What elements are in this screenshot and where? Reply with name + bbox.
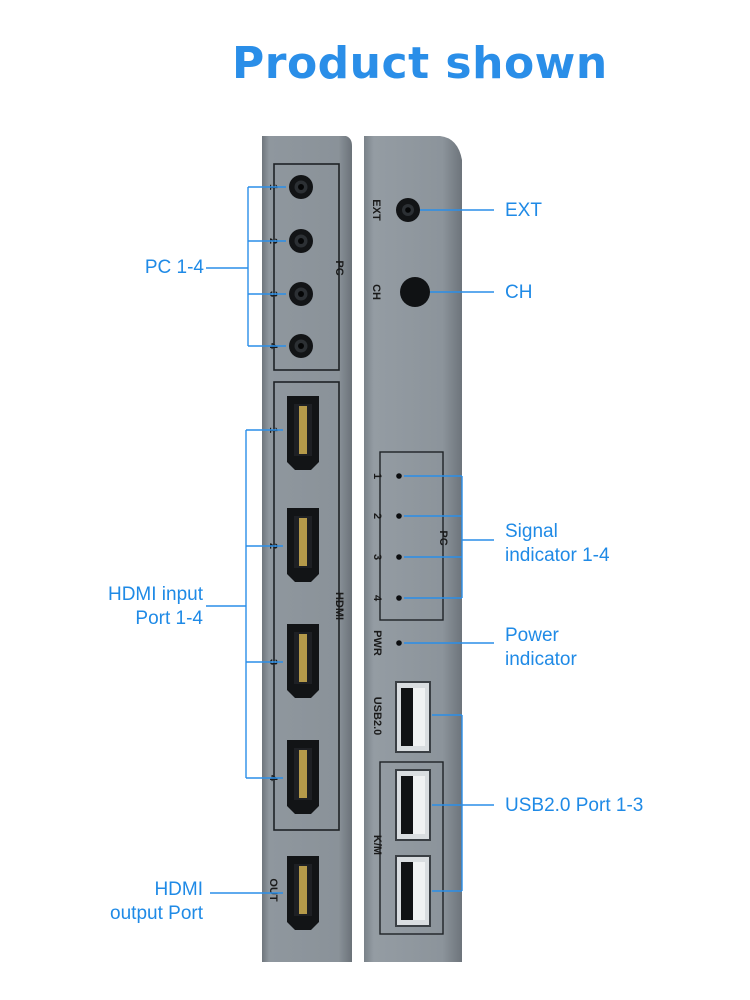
led-number: 2 [371,513,383,519]
led-2 [396,513,402,519]
hdmi-port-frame [273,381,340,831]
hdmi-output-callout-line2: output Port [110,903,203,924]
led-power [396,640,402,646]
audio-jack-3 [289,282,313,306]
pwr-device-label: PWR [371,630,383,656]
pc-group-label: PC [333,260,345,275]
pc-callout: PC 1-4 [144,257,204,278]
hdmi-out-port [287,856,319,930]
power-callout-line1: Power [505,625,559,646]
ext-device-label: EXT [370,199,382,221]
led-3 [396,554,402,560]
led-number: 1 [371,473,383,479]
usb-ports [395,681,431,927]
km-device-label: K/M [371,835,383,855]
hdmi-port-1 [287,396,319,470]
hdmi-ports [287,396,319,930]
usb-port-2 [395,769,431,841]
signal-callout-line2: indicator 1-4 [505,545,610,566]
led-group-label: PC [437,530,449,545]
usb20-device-label: USB2.0 [371,697,383,736]
led-number: 3 [371,554,383,560]
power-callout-line2: indicator [505,649,577,670]
audio-jack-1 [289,175,313,199]
out-label: OUT [267,878,279,902]
led-number: 4 [371,595,383,602]
hdmi-output-callout-line1: HDMI [154,879,203,900]
audio-jack-2 [289,229,313,253]
hdmi-port-3 [287,624,319,698]
usb-port-1 [395,681,431,753]
ch-callout: CH [505,282,533,303]
led-4 [396,595,402,601]
ext-jack [396,198,420,222]
led-1 [396,473,402,479]
pc-audio-jacks [289,175,313,358]
km-usb-frame [379,761,444,935]
usb-callout: USB2.0 Port 1-3 [505,795,644,816]
ch-device-label: CH [370,284,382,300]
audio-jack-4 [289,334,313,358]
usb-port-3 [395,855,431,927]
hdmi-port-2 [287,508,319,582]
signal-callout-line1: Signal [505,521,558,542]
led-frame [379,451,444,621]
pc-port-frame [273,163,340,371]
hdmi-input-callout-line2: Port 1-4 [135,608,203,629]
ch-button [400,277,430,307]
leader-lines [206,186,494,894]
hdmi-input-callout-line1: HDMI input [107,584,203,605]
page-title: Product shown [232,38,608,89]
right-panel [364,136,462,962]
hdmi-group-label: HDMI [333,592,345,620]
hdmi-port-4 [287,740,319,814]
ext-callout: EXT [505,200,542,221]
